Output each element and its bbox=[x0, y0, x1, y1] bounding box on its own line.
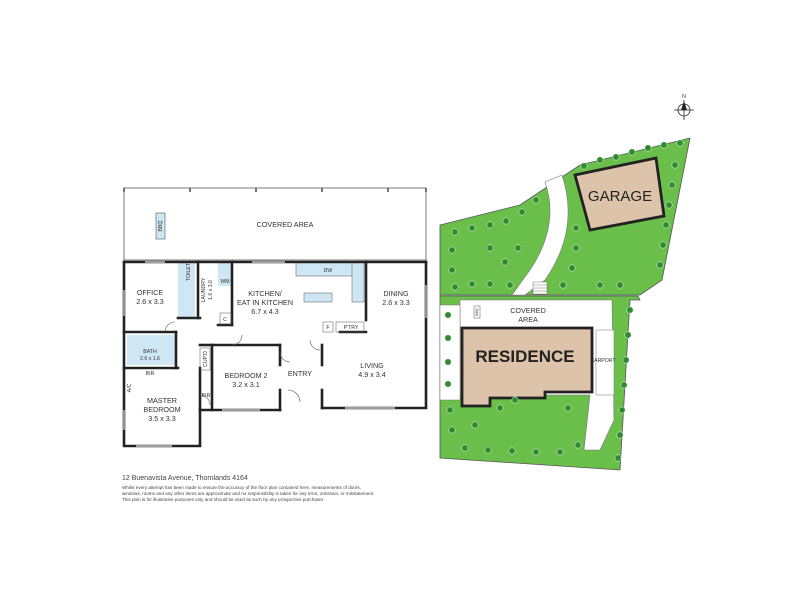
cupd-box bbox=[199, 347, 211, 371]
residence bbox=[460, 326, 594, 408]
covered-area bbox=[123, 187, 427, 261]
carport-label: CARPORT bbox=[590, 358, 616, 364]
site-bbq-fixture bbox=[473, 305, 481, 319]
bbq-label: BBQ bbox=[158, 221, 164, 232]
cupboard-c-label: C bbox=[223, 317, 227, 323]
disclaimer-line: Whilst every attempt has been made to en… bbox=[122, 485, 362, 490]
covered-area-label: COVERED AREA bbox=[257, 220, 314, 229]
fridge-label: F bbox=[326, 325, 329, 331]
pantry-label: P'TRY bbox=[344, 325, 359, 331]
site-bbq-label: BBQ bbox=[475, 308, 479, 316]
floor-plan: BBQ COVERED AREA bbox=[122, 187, 428, 448]
tree-icons bbox=[444, 139, 684, 462]
north-arrow-icon bbox=[674, 100, 694, 120]
laundry-label: LAUNDRY1.6 x 3.0 bbox=[201, 277, 214, 302]
toilet-label: TOILET bbox=[186, 262, 192, 281]
cupd-label: CUP'D bbox=[203, 351, 209, 367]
door-swings bbox=[164, 321, 321, 406]
dw-label: DW bbox=[324, 268, 333, 274]
steps bbox=[532, 281, 548, 295]
residence-label: RESIDENCE bbox=[475, 347, 574, 366]
fridge bbox=[322, 321, 334, 333]
bir-label-master: BIR bbox=[146, 371, 155, 377]
cupboard-c bbox=[219, 312, 232, 325]
bath-wet-area bbox=[127, 335, 175, 365]
wm-area bbox=[218, 262, 232, 286]
pantry bbox=[335, 321, 365, 333]
kitchen-island bbox=[303, 292, 333, 303]
kitchen-bench-side bbox=[351, 261, 365, 303]
entry-label: ENTRY bbox=[288, 369, 312, 378]
bir-label-bed2: BIR bbox=[202, 393, 211, 399]
disclaimer-line: This plan is for illustrative purposes o… bbox=[122, 497, 325, 503]
disclaimer: Whilst every attempt has been made to en… bbox=[122, 485, 387, 504]
aircon-label: A/C bbox=[127, 383, 133, 392]
disclaimer-line: windows, rooms and any other items are a… bbox=[122, 491, 375, 497]
laundry-wet-area bbox=[178, 262, 195, 318]
property-address: 12 Buenavista Avenue, Thornlands 4164 bbox=[122, 475, 248, 482]
side-path bbox=[439, 304, 461, 401]
window-lines bbox=[123, 261, 427, 447]
north-label: N bbox=[682, 94, 686, 100]
garage bbox=[573, 156, 666, 232]
wm-label: WM bbox=[220, 279, 229, 285]
carport bbox=[595, 329, 615, 396]
garage-label: GARAGE bbox=[588, 188, 652, 205]
bbq-fixture bbox=[155, 212, 166, 240]
